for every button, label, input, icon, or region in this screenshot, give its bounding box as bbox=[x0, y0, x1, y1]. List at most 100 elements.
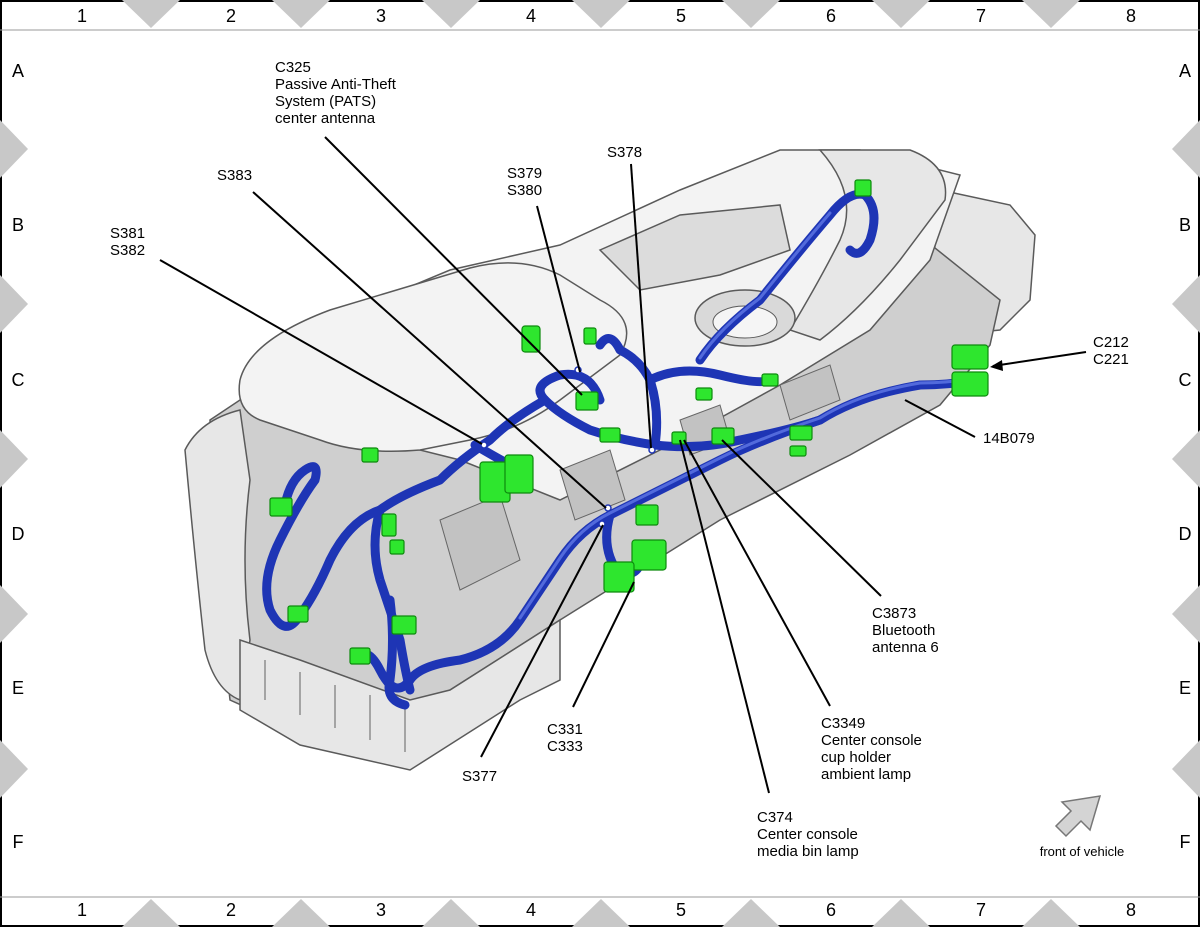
callout-text: C331 bbox=[547, 721, 583, 738]
base-ribs bbox=[264, 660, 406, 752]
grid-col-label: 3 bbox=[376, 6, 386, 26]
callout-text: C3873 bbox=[872, 605, 916, 622]
callout-text: C221 bbox=[1093, 351, 1129, 368]
connector-mid bbox=[695, 387, 713, 401]
wiring-harness-14b079 bbox=[262, 189, 980, 710]
callout-text: C3349 bbox=[821, 715, 865, 732]
arrowhead-c212 bbox=[990, 360, 1003, 371]
callout-text: Bluetooth bbox=[872, 622, 935, 639]
callout-s378: S378 bbox=[607, 144, 642, 161]
splice-s378 bbox=[648, 446, 656, 454]
grid-row-label: F bbox=[13, 832, 24, 852]
callout-text: S379 bbox=[507, 165, 542, 182]
grid-col-label: 7 bbox=[976, 6, 986, 26]
connector-c3349 bbox=[671, 431, 687, 445]
callout-text: Passive Anti-Theft bbox=[275, 76, 397, 93]
callout-text: center antenna bbox=[275, 110, 376, 127]
callout-text: C333 bbox=[547, 738, 583, 755]
grid-row-label: E bbox=[1179, 678, 1191, 698]
callout-text: antenna 6 bbox=[872, 639, 939, 656]
grid-row-label: D bbox=[12, 524, 25, 544]
connector-d5 bbox=[635, 504, 659, 526]
connector-c325 bbox=[575, 391, 599, 411]
console-base bbox=[239, 618, 561, 771]
connector-left-mid-2 bbox=[389, 539, 405, 555]
grid-row-label: C bbox=[12, 370, 25, 390]
callout-text: System (PATS) bbox=[275, 93, 376, 110]
callout-text: Center console bbox=[821, 732, 922, 749]
leader-c325 bbox=[324, 136, 583, 396]
callout-text: S377 bbox=[462, 768, 497, 785]
side-openings bbox=[439, 364, 841, 591]
connector-c221 bbox=[951, 371, 989, 397]
grid-column-labels-top: 1 2 3 4 5 6 7 8 bbox=[77, 6, 1136, 26]
callout-text: ambient lamp bbox=[821, 766, 911, 783]
grid-col-label: 1 bbox=[77, 900, 87, 920]
connector-left-mid bbox=[381, 513, 397, 537]
callout-text: S380 bbox=[507, 182, 542, 199]
callout-text: S382 bbox=[110, 242, 145, 259]
grid-row-labels-left: A B C D E F bbox=[12, 61, 25, 852]
grid-col-label: 8 bbox=[1126, 900, 1136, 920]
callout-c3873: C3873 Bluetooth antenna 6 bbox=[872, 605, 939, 656]
front-of-vehicle-indicator: front of vehicle bbox=[1040, 795, 1125, 859]
grid-col-label: 4 bbox=[526, 6, 536, 26]
callout-text: S378 bbox=[607, 144, 642, 161]
leader-s377 bbox=[480, 524, 604, 758]
grid-row-label: A bbox=[1179, 61, 1191, 81]
grid-col-label: 8 bbox=[1126, 6, 1136, 26]
connector-c3873 bbox=[711, 427, 735, 445]
connector-side-right bbox=[789, 425, 813, 441]
callout-c331-c333: C331 C333 bbox=[547, 721, 583, 755]
connector-c331 bbox=[631, 539, 667, 571]
grid-col-label: 6 bbox=[826, 6, 836, 26]
grid-col-label: 1 bbox=[77, 6, 87, 26]
callout-s379-s380: S379 S380 bbox=[507, 165, 542, 199]
arrow-up-right-icon bbox=[1054, 795, 1102, 838]
connector-mid-right bbox=[761, 373, 779, 387]
connector-top-left bbox=[361, 447, 379, 463]
connector-c374 bbox=[599, 427, 621, 443]
grid-col-label: 2 bbox=[226, 6, 236, 26]
leader-s383 bbox=[252, 191, 607, 509]
grid-row-label: B bbox=[1179, 215, 1191, 235]
leader-c374 bbox=[679, 439, 770, 794]
grid-col-label: 5 bbox=[676, 6, 686, 26]
connector-c212 bbox=[951, 344, 989, 370]
leader-s381 bbox=[159, 259, 483, 445]
callout-text: C325 bbox=[275, 59, 311, 76]
connector-top-front bbox=[854, 179, 872, 197]
center-console-body bbox=[184, 149, 1036, 771]
leader-c331 bbox=[572, 581, 635, 708]
callout-14b079: 14B079 bbox=[983, 430, 1035, 447]
grid-row-label: E bbox=[12, 678, 24, 698]
callout-s383: S383 bbox=[217, 167, 252, 184]
orientation-label: front of vehicle bbox=[1040, 844, 1125, 859]
connector-s379 bbox=[583, 327, 597, 345]
grid-col-label: 4 bbox=[526, 900, 536, 920]
grid-col-label: 3 bbox=[376, 900, 386, 920]
splice-s381 bbox=[480, 441, 488, 449]
connector-side-right-lower bbox=[789, 445, 807, 457]
grid-row-labels-right: A B C D E F bbox=[1179, 61, 1192, 852]
callout-c325: C325 Passive Anti-Theft System (PATS) ce… bbox=[275, 59, 397, 127]
grid-row-label: B bbox=[12, 215, 24, 235]
leader-14b079 bbox=[904, 399, 976, 438]
leader-s378 bbox=[630, 163, 652, 449]
callout-text: Center console bbox=[757, 826, 858, 843]
callout-c3349: C3349 Center console cup holder ambient … bbox=[821, 715, 922, 783]
leader-s379 bbox=[536, 205, 581, 373]
grid-row-label: D bbox=[1179, 524, 1192, 544]
connector-c333 bbox=[603, 561, 635, 593]
callout-text: S381 bbox=[110, 225, 145, 242]
callout-text: cup holder bbox=[821, 749, 891, 766]
grid-col-label: 7 bbox=[976, 900, 986, 920]
callout-text: S383 bbox=[217, 167, 252, 184]
callout-text: C212 bbox=[1093, 334, 1129, 351]
callout-s381-s382: S381 S382 bbox=[110, 225, 145, 259]
grid-row-label: F bbox=[1180, 832, 1191, 852]
connector-left-end bbox=[269, 497, 293, 517]
leader-c3349 bbox=[683, 439, 831, 707]
